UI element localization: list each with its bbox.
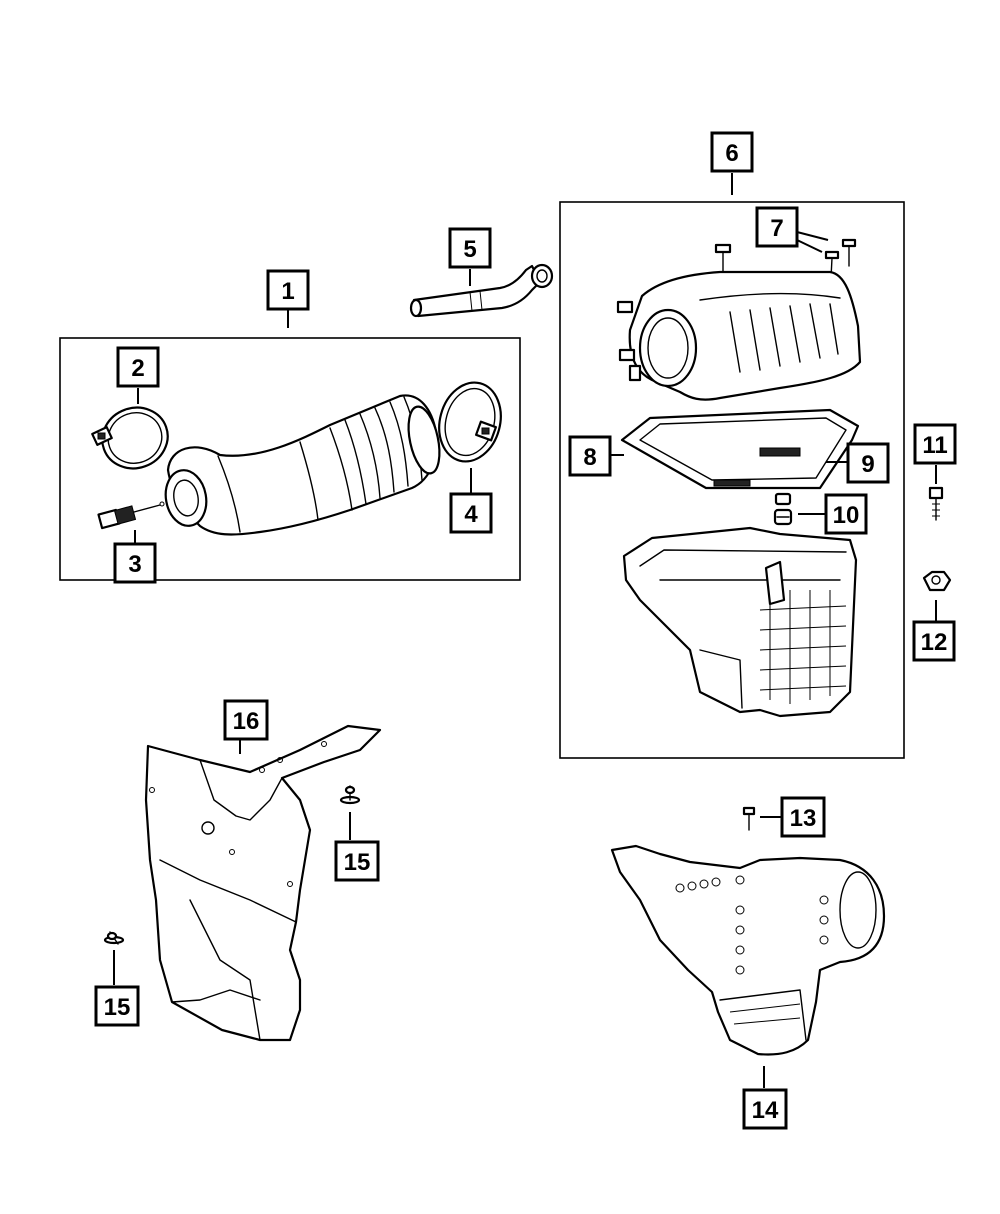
callout-14-label: 14 (752, 1097, 779, 1124)
bolt-part-11[interactable] (928, 486, 944, 521)
callout-2-label: 2 (131, 355, 144, 382)
callout-10-label: 10 (833, 502, 860, 529)
screw-part-13[interactable] (742, 806, 756, 831)
push-pin-part-15-lower[interactable] (103, 931, 125, 945)
callout-9-label: 9 (861, 451, 874, 478)
callout-15-lower: 15 (94, 985, 140, 1027)
air-filter-element-part-9[interactable] (620, 408, 860, 490)
breather-tube-part-5[interactable] (409, 263, 554, 318)
hose-clamp-part-4[interactable] (431, 376, 510, 469)
callout-7-label: 7 (770, 215, 783, 242)
callout-4-label: 4 (464, 501, 478, 528)
leader-lines (113, 173, 937, 1088)
temperature-sensor-part-3[interactable] (97, 501, 165, 530)
air-duct-part-14[interactable] (610, 844, 886, 1056)
callout-5-label: 5 (463, 236, 476, 263)
callout-12-label: 12 (921, 629, 948, 656)
group-box-1 (59, 337, 521, 581)
callout-13: 13 (780, 796, 826, 838)
callout-9: 9 (846, 442, 890, 484)
callout-12: 12 (912, 620, 956, 662)
callout-3-label: 3 (128, 551, 141, 578)
hose-clamp-part-2[interactable] (91, 399, 176, 478)
air-inlet-hose-part-1[interactable] (161, 394, 444, 536)
nut-part-12[interactable] (922, 570, 952, 592)
callout-11: 11 (913, 423, 957, 465)
callout-14: 14 (742, 1088, 788, 1130)
group-box-6 (559, 201, 905, 759)
callout-16: 16 (223, 699, 269, 741)
callout-11-label: 11 (922, 432, 947, 459)
callout-16-label: 16 (233, 708, 260, 735)
callout-2: 2 (116, 346, 160, 388)
callout-1-label: 1 (281, 278, 294, 305)
callout-6-label: 6 (725, 140, 738, 167)
callout-6: 6 (710, 131, 754, 173)
air-cleaner-body[interactable] (622, 526, 858, 718)
screws-part-7[interactable] (714, 238, 857, 279)
shield-part-16[interactable] (144, 724, 382, 1042)
callout-5: 5 (448, 227, 492, 269)
callout-15-upper-label: 15 (344, 849, 371, 876)
callout-13-label: 13 (790, 805, 817, 832)
callout-7: 7 (755, 206, 799, 248)
push-pin-part-15-upper[interactable] (339, 785, 361, 805)
grommets-part-10[interactable] (773, 492, 793, 526)
callout-8-label: 8 (583, 444, 596, 471)
callout-1: 1 (266, 269, 310, 311)
callout-15-lower-label: 15 (104, 994, 131, 1021)
callout-8: 8 (568, 435, 612, 477)
callout-15-upper: 15 (334, 840, 380, 882)
callout-3: 3 (113, 542, 157, 584)
callout-10: 10 (824, 493, 868, 535)
callout-4: 4 (449, 492, 493, 534)
air-cleaner-cover[interactable] (616, 270, 862, 401)
